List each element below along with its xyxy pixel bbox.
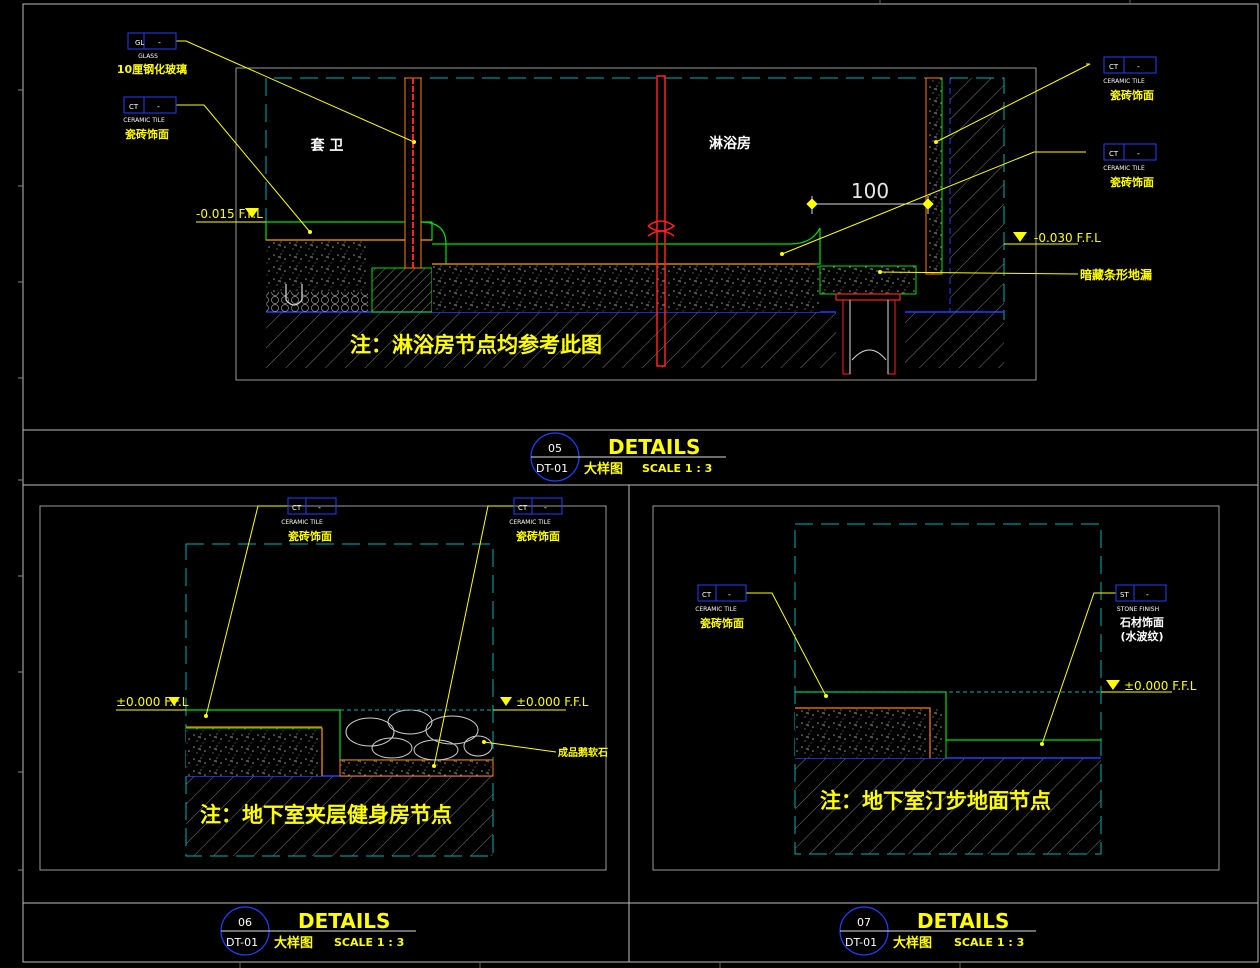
stone-label: 成品鹅软石 — [558, 746, 608, 759]
svg-text:瓷砖饰面: 瓷砖饰面 — [1110, 175, 1154, 189]
svg-text:瓷砖饰面: 瓷砖饰面 — [125, 127, 169, 141]
title-heading: DETAILS — [917, 909, 1009, 933]
detail-06-viewport — [39, 505, 607, 871]
svg-text:-: - — [318, 503, 321, 512]
title-scale: SCALE 1 : 3 — [334, 936, 404, 949]
title-heading: DETAILS — [608, 435, 700, 459]
title-scale: SCALE 1 : 3 — [642, 462, 712, 475]
title-block-06[interactable]: 06 DT-01 DETAILS 大样图 SCALE 1 : 3 — [220, 906, 416, 956]
dimension-label: 100 — [851, 179, 889, 203]
title-block-05[interactable]: 05 DT-01 DETAILS 大样图 SCALE 1 : 3 — [530, 432, 726, 482]
svg-text:CT: CT — [702, 591, 712, 599]
material-tag-stone[interactable]: ST - STONE FINISH 石材饰面 (水波纹) — [1115, 584, 1167, 643]
detail-07: ±0.000 F.F.L 注：地下室汀步地面节点 CT - CERAMIC TI… — [652, 505, 1220, 956]
detail-07-viewport — [652, 505, 1220, 871]
linear-drain — [819, 265, 917, 295]
svg-text:CERAMIC TILE: CERAMIC TILE — [281, 519, 323, 526]
svg-text:瓷砖饰面: 瓷砖饰面 — [516, 529, 560, 543]
title-number: 07 — [857, 916, 871, 929]
svg-text:CT: CT — [1109, 150, 1119, 158]
wall-hatch — [950, 78, 1004, 312]
pebbles — [345, 709, 493, 761]
title-heading: DETAILS — [298, 909, 390, 933]
screed-right — [432, 264, 820, 312]
detail-05: 100 套 卫 淋浴房 -0.015 F.F.L -0.030 F.F.L 注：… — [117, 32, 1157, 482]
svg-text:STONE FINISH: STONE FINISH — [1117, 606, 1159, 613]
material-tag-tile-right-mid[interactable]: CT - CERAMIC TILE 瓷砖饰面 — [1103, 143, 1157, 189]
screed-left — [266, 240, 368, 292]
material-tag-tile-a[interactable]: CT - CERAMIC TILE 瓷砖饰面 — [281, 497, 337, 543]
svg-text:CERAMIC TILE: CERAMIC TILE — [1103, 165, 1145, 172]
svg-text:CT: CT — [1109, 63, 1119, 71]
material-tag-glass[interactable]: GL - GLASS 10厘钢化玻璃 — [117, 32, 187, 76]
svg-text:GLASS: GLASS — [138, 53, 158, 60]
svg-text:CT: CT — [518, 504, 528, 512]
svg-text:CERAMIC TILE: CERAMIC TILE — [509, 519, 551, 526]
svg-text:瓷砖饰面: 瓷砖饰面 — [700, 616, 744, 630]
material-tag-tile-b[interactable]: CT - CERAMIC TILE 瓷砖饰面 — [509, 497, 563, 543]
room-label-bath: 套 卫 — [311, 137, 344, 154]
level-marker-right: ±0.000 F.F.L — [516, 695, 589, 709]
detail-06-note: 注：地下室夹层健身房节点 — [200, 803, 452, 827]
svg-text:-: - — [1137, 62, 1140, 71]
svg-text:-: - — [158, 38, 161, 47]
slab-hatch — [266, 312, 836, 368]
detail-05-note: 注：淋浴房节点均参考此图 — [350, 333, 602, 357]
svg-text:瓷砖饰面: 瓷砖饰面 — [288, 529, 332, 543]
svg-text:石材饰面: 石材饰面 — [1119, 615, 1164, 629]
svg-text:(水波纹): (水波纹) — [1120, 629, 1163, 643]
svg-text:10厘钢化玻璃: 10厘钢化玻璃 — [117, 62, 187, 76]
title-sheet: DT-01 — [536, 462, 568, 475]
svg-text:-: - — [1137, 149, 1140, 158]
svg-text:-: - — [1146, 590, 1149, 599]
svg-text:GL: GL — [135, 39, 144, 47]
title-cn: 大样图 — [893, 935, 932, 951]
material-tag-tile-left[interactable]: CT - CERAMIC TILE 瓷砖饰面 — [123, 96, 177, 141]
svg-text:CERAMIC TILE: CERAMIC TILE — [695, 606, 737, 613]
title-scale: SCALE 1 : 3 — [954, 936, 1024, 949]
material-tag-tile-right-top[interactable]: CT - CERAMIC TILE 瓷砖饰面 — [1103, 56, 1157, 102]
title-cn: 大样图 — [274, 935, 313, 951]
title-block-07[interactable]: 07 DT-01 DETAILS 大样图 SCALE 1 : 3 — [839, 906, 1036, 956]
svg-text:瓷砖饰面: 瓷砖饰面 — [1110, 88, 1154, 102]
svg-text:CT: CT — [292, 504, 302, 512]
level-marker-right: -0.030 F.F.L — [1034, 231, 1101, 245]
sheet-frame — [18, 0, 1259, 968]
svg-text:ST: ST — [1120, 591, 1129, 599]
level-marker-left: -0.015 F.F.L — [196, 207, 263, 221]
title-cn: 大样图 — [584, 461, 623, 477]
detail-07-note: 注：地下室汀步地面节点 — [820, 789, 1051, 813]
svg-text:CERAMIC TILE: CERAMIC TILE — [1103, 78, 1145, 85]
drain-label: 暗藏条形地漏 — [1080, 267, 1152, 282]
material-tag-tile[interactable]: CT - CERAMIC TILE 瓷砖饰面 — [695, 584, 747, 630]
title-sheet: DT-01 — [845, 936, 877, 949]
svg-text:-: - — [157, 102, 160, 111]
detail-06: ±0.000 F.F.L ±0.000 F.F.L 成品鹅软石 注：地下室夹层健… — [39, 497, 608, 956]
svg-text:CT: CT — [129, 103, 139, 111]
svg-text:CERAMIC TILE: CERAMIC TILE — [123, 117, 165, 124]
detail-05-viewport — [235, 67, 1037, 381]
svg-text:-: - — [544, 503, 547, 512]
title-number: 05 — [548, 442, 562, 455]
level-marker: ±0.000 F.F.L — [1124, 679, 1197, 693]
title-sheet: DT-01 — [226, 936, 258, 949]
svg-text:-: - — [728, 590, 731, 599]
room-label-shower: 淋浴房 — [709, 135, 751, 152]
title-number: 06 — [238, 916, 252, 929]
